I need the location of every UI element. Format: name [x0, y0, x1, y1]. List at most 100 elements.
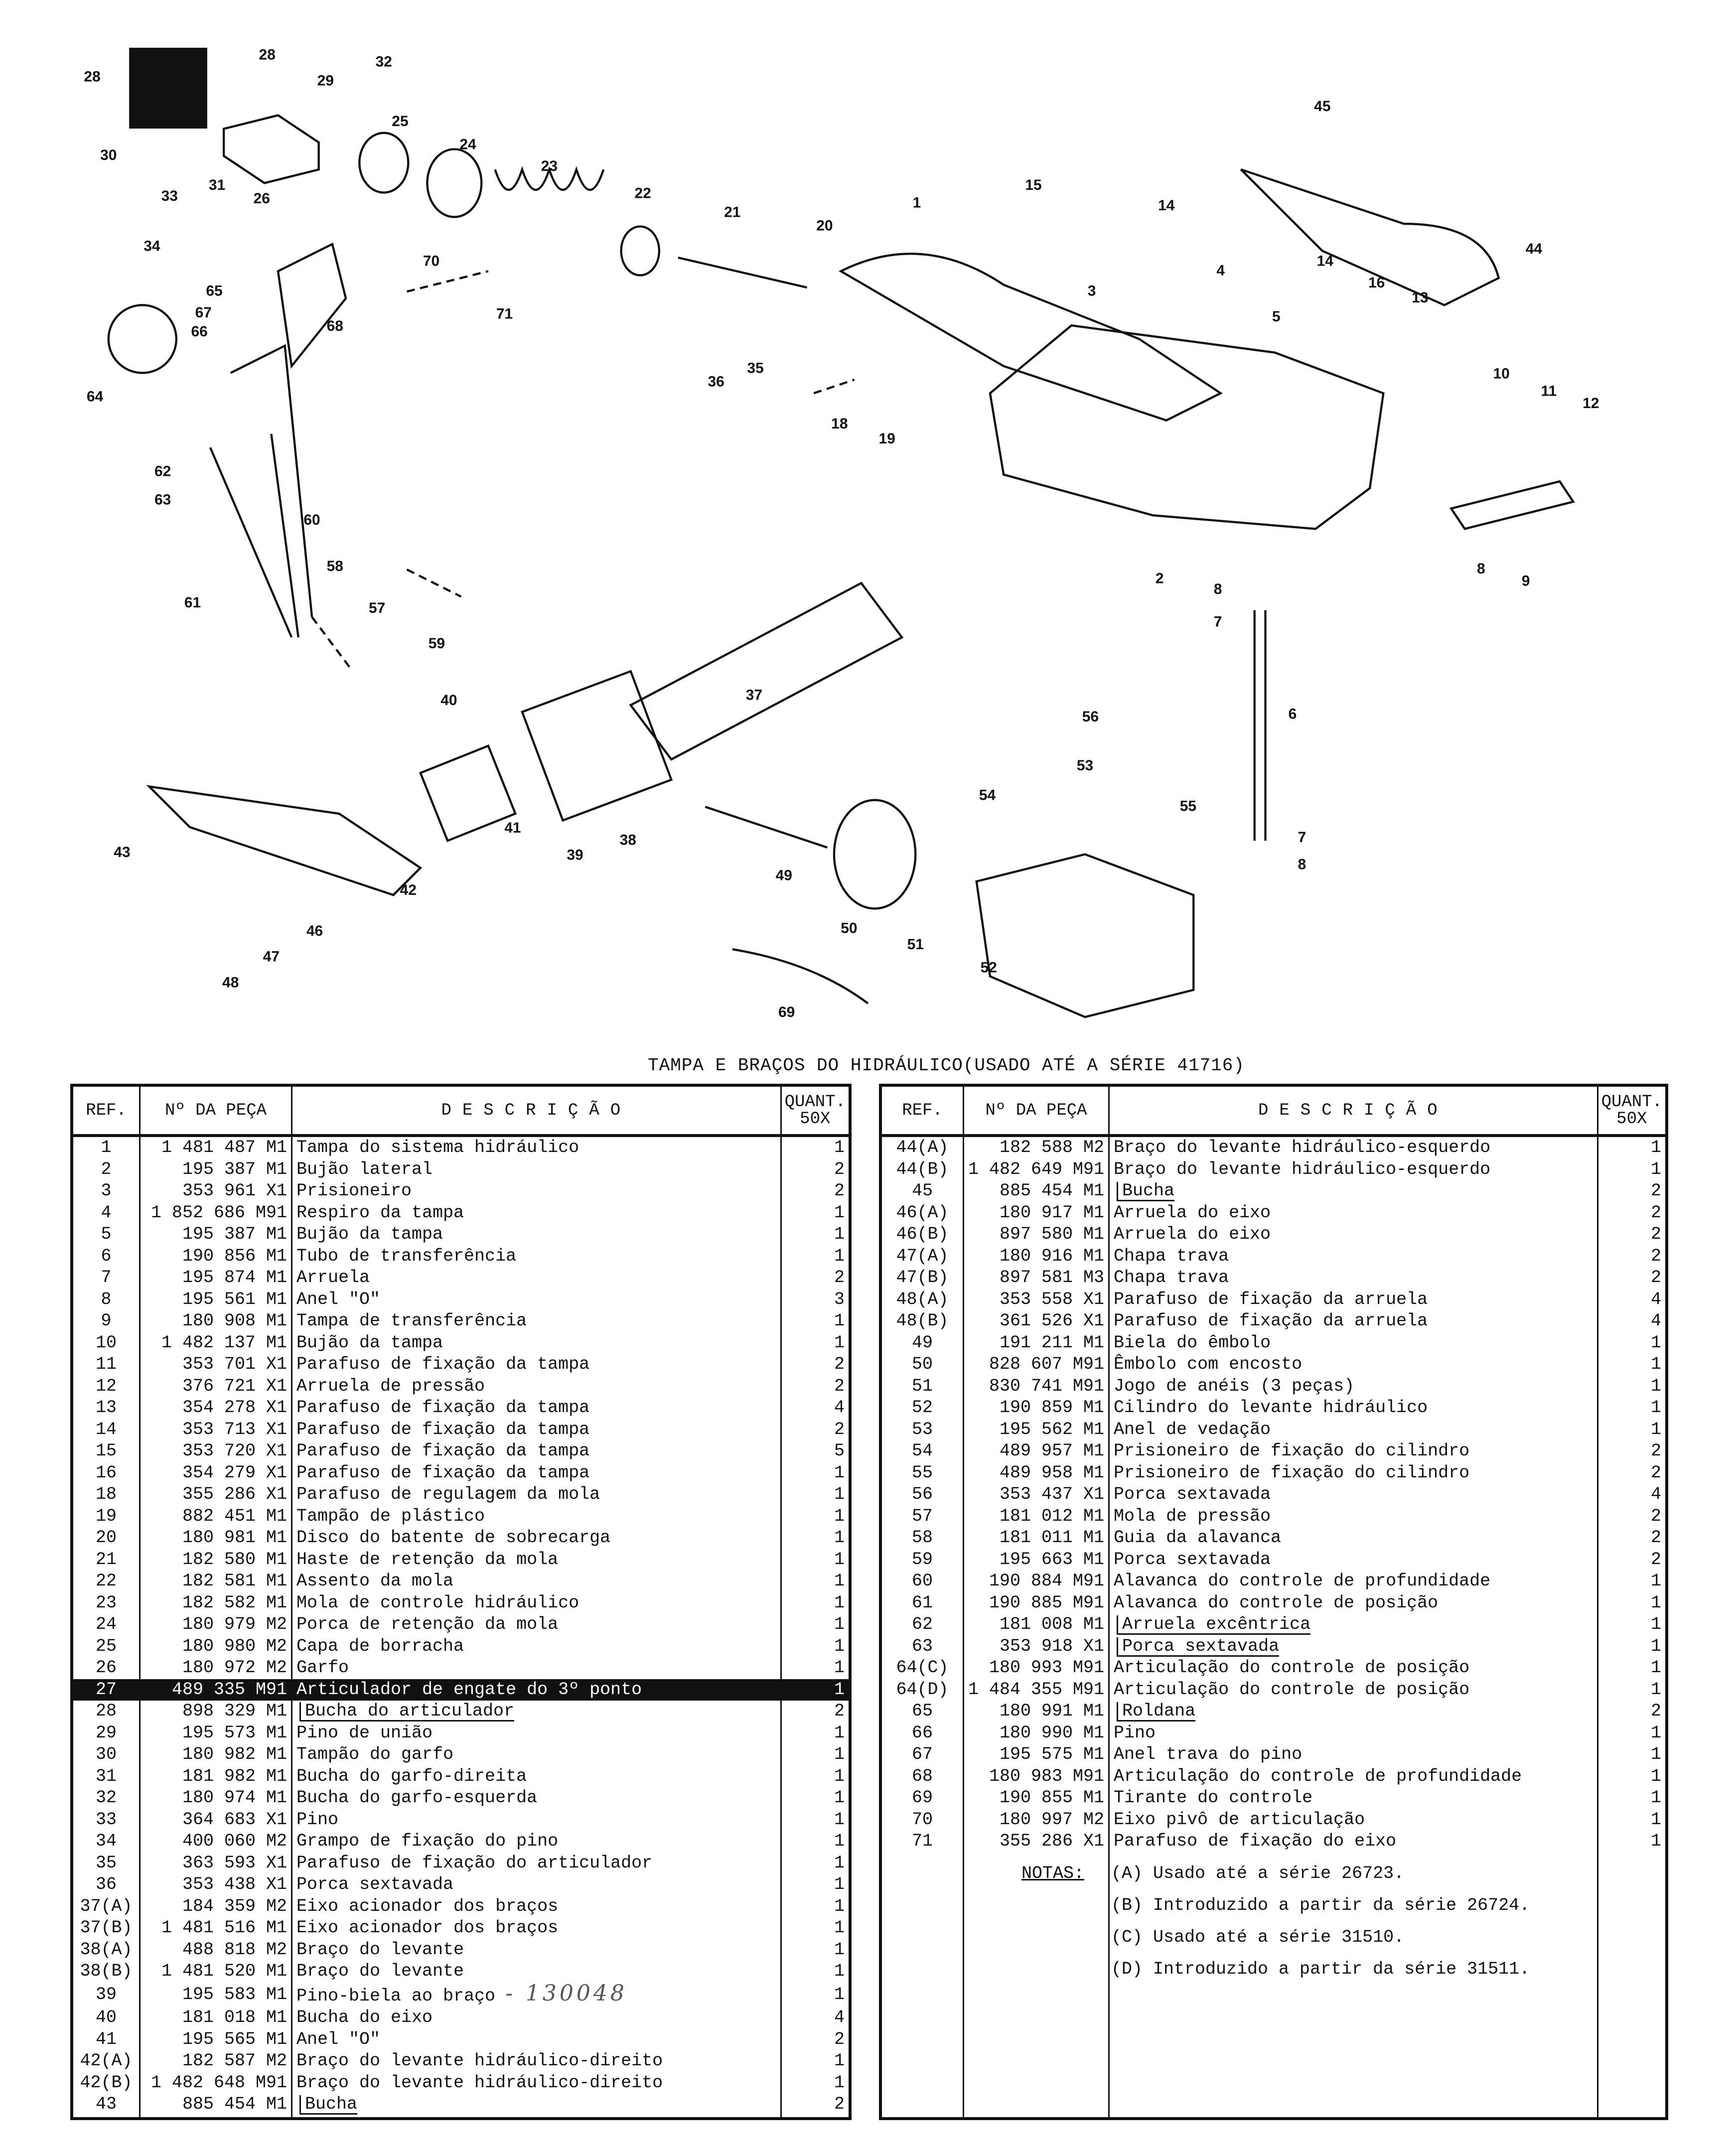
description-text: Braço do levante hidráulico-esquerdo: [1114, 1159, 1491, 1179]
description-cell: Parafuso de fixação da arruela: [1108, 1310, 1598, 1332]
part-number-cell: 181 018 M1: [139, 2007, 292, 2029]
part-number-cell: 363 593 X1: [139, 1852, 292, 1874]
description-cell: Arruela de pressão: [291, 1375, 782, 1397]
quantity-cell: 1: [780, 1852, 851, 1874]
quantity-cell: 1: [1596, 1136, 1668, 1159]
description-text: Articulação do controle de posição: [1114, 1679, 1470, 1700]
ref-cell: 71: [879, 1831, 964, 1853]
ref-cell: 10: [71, 1332, 141, 1354]
description-text: Alavanca do controle de posição: [1114, 1592, 1439, 1613]
description-cell: Porca sextavada: [1108, 1484, 1598, 1506]
description-text: Arruela de pressão: [296, 1376, 485, 1396]
description-text: Garfo: [296, 1658, 349, 1678]
quantity-cell: 2: [780, 2094, 851, 2116]
quantity-cell: 2: [1596, 1245, 1668, 1267]
quantity-cell: 1: [1596, 1158, 1668, 1180]
callout-23: 23: [541, 158, 558, 174]
part-number-cell: 489 957 M1: [962, 1440, 1110, 1462]
description-cell: Parafuso de fixação da tampa: [291, 1419, 782, 1440]
ref-cell: 42(B): [71, 2072, 141, 2094]
quantity-cell: 3: [780, 1289, 851, 1310]
callout-38: 38: [620, 832, 636, 849]
quantity-cell: 1: [780, 1462, 851, 1484]
ref-cell: 55: [879, 1462, 964, 1484]
quantity-cell: 1: [1596, 1571, 1668, 1592]
description-text: Anel de vedação: [1114, 1419, 1271, 1439]
quantity-cell: 1: [780, 1961, 851, 1983]
callout-29: 29: [317, 72, 334, 89]
quantity-cell: 1: [780, 1484, 851, 1506]
callout-69: 69: [778, 1004, 795, 1020]
ref-cell: 22: [71, 1571, 141, 1592]
callout-27: 27: [111, 58, 128, 74]
part-number-cell: 353 558 X1: [962, 1289, 1110, 1310]
description-cell: Anel de vedação: [1108, 1419, 1598, 1440]
description-text: Braço do levante: [296, 1939, 464, 1960]
quantity-cell: 1: [780, 1722, 851, 1744]
filler-cell: [71, 2115, 141, 2119]
part-number-cell: 1 481 487 M1: [139, 1136, 292, 1159]
quantity-cell: 1: [780, 1202, 851, 1224]
ref-cell: 11: [71, 1354, 141, 1376]
description-text: Tampa de transferência: [296, 1311, 527, 1331]
callout-36: 36: [708, 374, 724, 390]
description-text: Porca sextavada: [1114, 1549, 1271, 1570]
quantity-cell: 1: [780, 1679, 851, 1701]
description-text: Parafuso de fixação da tampa: [296, 1462, 590, 1483]
ref-cell: 57: [879, 1505, 964, 1527]
ref-cell: 68: [879, 1765, 964, 1787]
part-number-cell: 1 482 649 M91: [962, 1158, 1110, 1180]
filler-cell: [780, 2115, 851, 2119]
description-cell: Bucha: [1108, 1180, 1598, 1202]
callout-71: 71: [496, 306, 513, 322]
part-number-cell: 190 856 M1: [139, 1245, 292, 1267]
quantity-cell: 1: [780, 1245, 851, 1267]
quantity-cell: 2: [1596, 1202, 1668, 1224]
filler-cell: [962, 1852, 1110, 2119]
ref-cell: 58: [879, 1527, 964, 1549]
callout-33: 33: [161, 188, 178, 204]
callout-60: 60: [303, 512, 320, 528]
part-number-cell: 353 961 X1: [139, 1180, 292, 1202]
part-number-cell: 489 958 M1: [962, 1462, 1110, 1484]
sub-item-description: Bucha: [1117, 1182, 1175, 1201]
part-number-cell: 180 997 M2: [962, 1809, 1110, 1831]
description-cell: Bucha: [291, 2094, 782, 2116]
callout-68: 68: [327, 318, 343, 334]
ref-cell: 3: [71, 1180, 141, 1202]
header-ref: REF.: [71, 1084, 141, 1137]
description-cell: Pino-biela ao braço- 130048: [291, 1982, 782, 2007]
header-part-number: Nº DA PEÇA: [139, 1084, 292, 1137]
part-number-cell: 180 993 M91: [962, 1657, 1110, 1679]
description-cell: Arruela do eixo: [1108, 1202, 1598, 1224]
ref-cell: 4: [71, 1202, 141, 1224]
description-cell: Cilindro do levante hidráulico: [1108, 1397, 1598, 1419]
description-cell: Haste de retenção da mola: [291, 1549, 782, 1571]
notes-label: NOTAS:: [1021, 1864, 1085, 1883]
part-number-cell: 354 279 X1: [139, 1462, 292, 1484]
callout-66: 66: [191, 323, 207, 340]
part-number-cell: 182 582 M1: [139, 1592, 292, 1614]
description-cell: Articulação do controle de profundidade: [1108, 1765, 1598, 1787]
quantity-cell: 1: [780, 1874, 851, 1896]
part-number-cell: 184 359 M2: [139, 1895, 292, 1917]
description-text: Cilindro do levante hidráulico: [1114, 1398, 1428, 1418]
quantity-cell: 2: [1596, 1462, 1668, 1484]
description-cell: Eixo acionador dos braços: [291, 1917, 782, 1939]
